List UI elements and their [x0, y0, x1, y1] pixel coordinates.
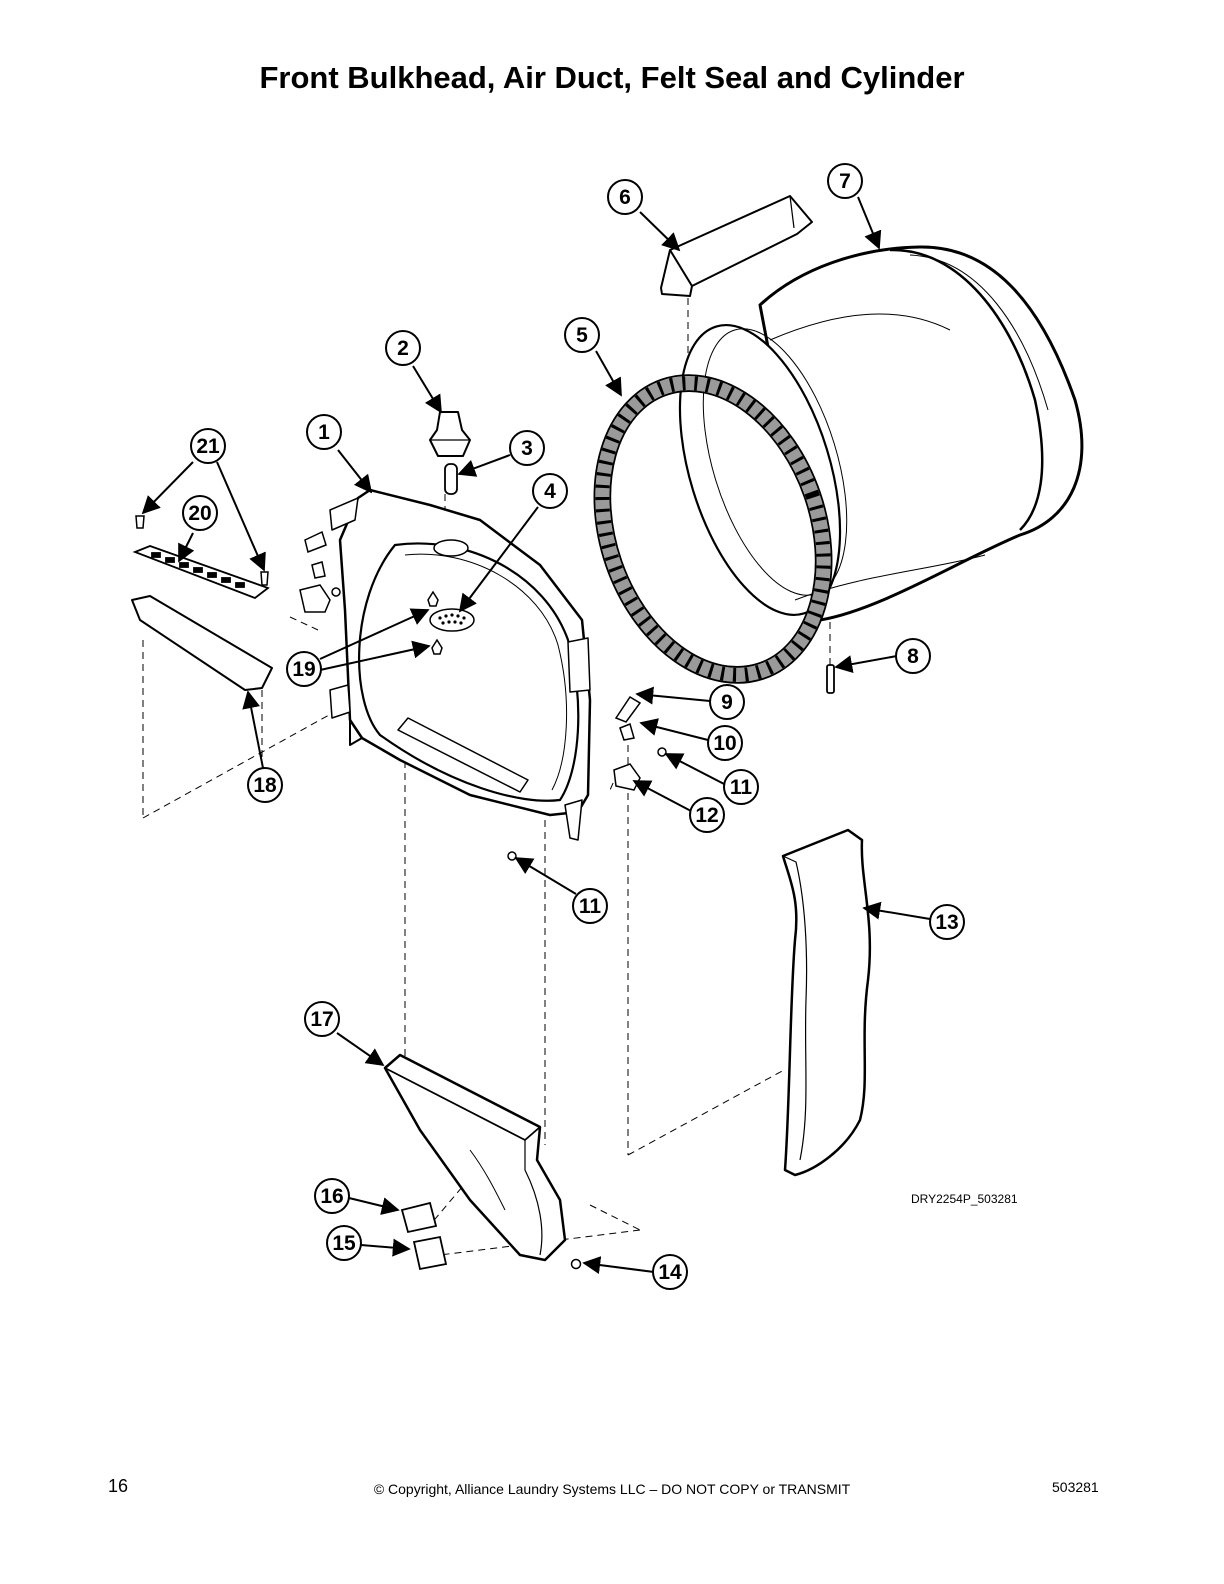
part-3-nozzle [444, 463, 458, 495]
callout-12-label: 12 [695, 804, 718, 827]
part-20-filter-grille [132, 545, 270, 600]
part-21-screws [135, 515, 269, 586]
callout-14-label: 14 [658, 1261, 682, 1284]
callout-8-label: 8 [907, 645, 919, 668]
callout-12: 12 [689, 797, 725, 833]
callout-11b: 11 [572, 888, 608, 924]
callout-6: 6 [607, 179, 643, 215]
callout-3-label: 3 [521, 437, 533, 460]
callout-19-label: 19 [292, 658, 315, 681]
callout-3: 3 [509, 430, 545, 466]
callout-21: 21 [190, 428, 226, 464]
part-4-grille [429, 608, 475, 632]
callouts: 1 2 3 4 5 6 7 8 9 10 11 11 12 13 14 15 1… [182, 163, 965, 1290]
callout-1: 1 [306, 414, 342, 450]
callout-2-label: 2 [397, 337, 409, 360]
callout-7-label: 7 [839, 170, 851, 193]
part-13-side-panel [781, 828, 872, 1177]
callout-5-label: 5 [576, 324, 588, 347]
callout-11a-label: 11 [730, 776, 753, 799]
diagram-reference-code: DRY2254P_503281 [911, 1192, 1018, 1206]
bulkhead-left-hardware [299, 530, 341, 613]
callout-9-label: 9 [721, 691, 733, 714]
document-number: 503281 [1052, 1479, 1099, 1495]
callout-10: 10 [707, 725, 743, 761]
callout-10-label: 10 [713, 732, 736, 755]
callout-20-label: 20 [188, 502, 211, 525]
callout-17-label: 17 [310, 1008, 333, 1031]
callout-9: 9 [709, 684, 745, 720]
callout-15: 15 [326, 1225, 362, 1261]
callout-18-label: 18 [253, 774, 277, 797]
callout-16-label: 16 [320, 1185, 343, 1208]
callout-19: 19 [286, 651, 322, 687]
callout-14: 14 [652, 1254, 688, 1290]
part-17-air-duct [383, 1053, 567, 1262]
part-14-screw [570, 1258, 582, 1270]
callout-11a: 11 [723, 769, 759, 805]
page-number: 16 [108, 1476, 129, 1496]
copyright-notice: © Copyright, Alliance Laundry Systems LL… [373, 1481, 851, 1497]
part-15-16-pads [400, 1201, 448, 1271]
part-2-sensor [429, 411, 471, 457]
page-title: Front Bulkhead, Air Duct, Felt Seal and … [259, 60, 965, 95]
callout-4: 4 [532, 473, 568, 509]
callout-21-label: 21 [196, 435, 220, 458]
part-8-bolt [826, 664, 835, 694]
callout-11b-label: 11 [579, 895, 602, 918]
callout-8: 8 [895, 638, 931, 674]
callout-13: 13 [929, 904, 965, 940]
part-1-front-bulkhead [329, 488, 592, 841]
callout-13-label: 13 [935, 911, 958, 934]
callout-15-label: 15 [332, 1232, 356, 1255]
callout-20: 20 [182, 495, 218, 531]
callout-18: 18 [247, 767, 283, 803]
part-18-lint-drawer [131, 595, 273, 691]
callout-5: 5 [564, 317, 600, 353]
callout-1-label: 1 [318, 421, 330, 444]
callout-6-label: 6 [619, 186, 631, 209]
callout-16: 16 [314, 1178, 350, 1214]
callout-4-label: 4 [544, 480, 556, 503]
callout-2: 2 [385, 330, 421, 366]
part-5-felt-seal [593, 374, 833, 684]
callout-17: 17 [304, 1001, 340, 1037]
leader-arrows [141, 196, 931, 1274]
part-6-baffle [660, 195, 813, 297]
part-7-cylinder [678, 245, 1084, 622]
callout-7: 7 [827, 163, 863, 199]
part-19-pins [427, 590, 443, 655]
